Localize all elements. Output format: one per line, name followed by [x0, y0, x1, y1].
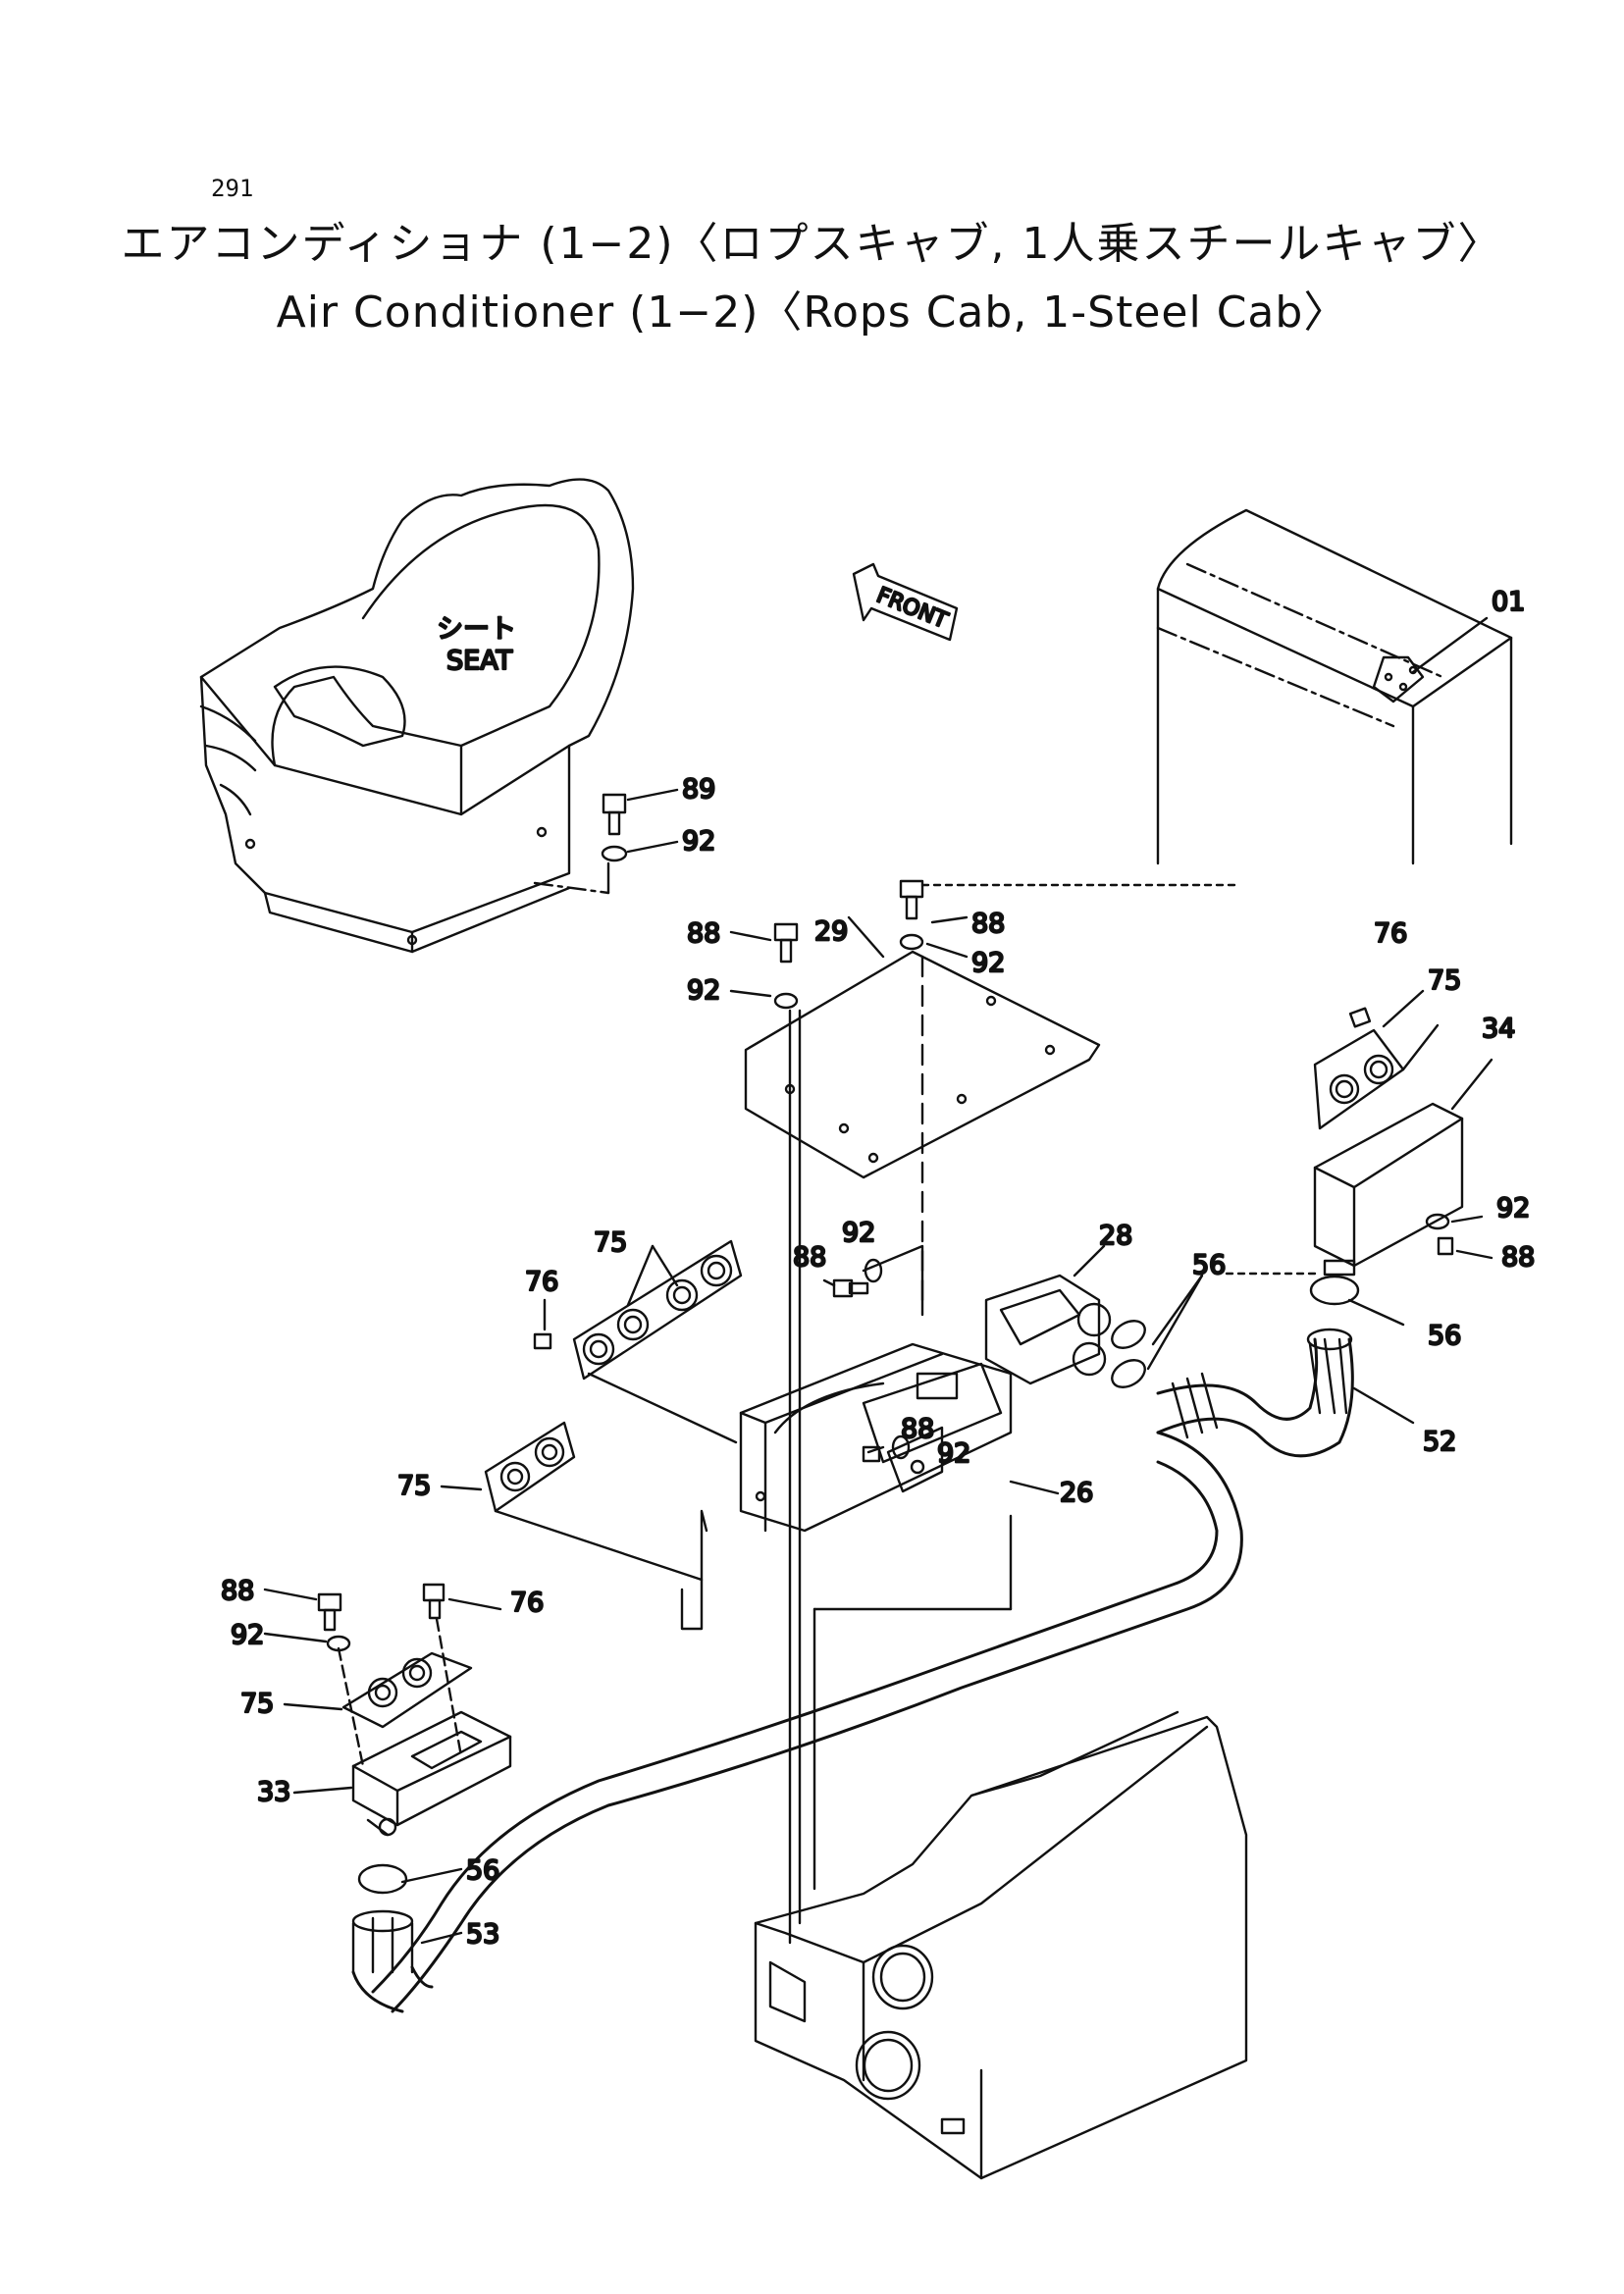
- callout-75-right: 75: [1428, 965, 1461, 996]
- hose-53: [351, 1909, 463, 2013]
- callout-01: 01: [1492, 587, 1525, 617]
- callout-88-top-left: 88: [687, 918, 720, 949]
- clamp-56-lower: [357, 1863, 463, 1895]
- callout-88-inner: 88: [901, 1414, 934, 1444]
- callout-92-right: 92: [1496, 1193, 1530, 1224]
- callout-26: 26: [1060, 1478, 1093, 1508]
- seat-label-en: SEAT: [446, 646, 513, 676]
- callout-76-mid: 76: [525, 1267, 558, 1297]
- title-japanese: エアコンディショナ (1−2)〈ロプスキャブ, 1人乗スチールキャブ〉: [121, 219, 1503, 269]
- callout-34: 34: [1482, 1014, 1515, 1044]
- seat-drawing: [199, 478, 635, 954]
- plate-bolts: [729, 879, 1238, 1945]
- callout-75-mid: 75: [594, 1227, 627, 1258]
- grille-75-left: [440, 1421, 708, 1631]
- air-conditioner-unit: [754, 1514, 1248, 2180]
- lower-bolts: [263, 1583, 502, 1768]
- duct-adapter-28: [984, 1244, 1112, 1385]
- callout-76-right: 76: [1374, 918, 1407, 949]
- callout-28: 28: [1099, 1221, 1132, 1251]
- callout-88-top-right: 88: [971, 909, 1005, 939]
- callout-88-right: 88: [1501, 1242, 1535, 1273]
- callout-76-lower: 76: [510, 1588, 544, 1618]
- seat-bolt-89: [601, 788, 679, 862]
- callout-88-lower: 88: [221, 1576, 254, 1606]
- title-english: Air Conditioner (1−2)〈Rops Cab, 1-Steel …: [276, 287, 1348, 338]
- cab-corner-drawing: [1156, 508, 1513, 865]
- duct-box-34: [1225, 989, 1493, 1277]
- bracket-33: [292, 1710, 512, 1837]
- callout-92-seat: 92: [682, 826, 715, 857]
- front-arrow-icon: [852, 562, 959, 642]
- callout-52: 52: [1423, 1427, 1456, 1457]
- center-bolts: [822, 1244, 924, 1463]
- grille-75-lower: [283, 1651, 473, 1729]
- callout-56-clamps: 56: [1192, 1250, 1226, 1280]
- callout-92-lower: 92: [231, 1620, 264, 1650]
- callout-33: 33: [257, 1777, 290, 1807]
- center-housing-26: [739, 1342, 1013, 1533]
- callout-92-inner: 92: [937, 1438, 970, 1469]
- callout-56-right: 56: [1428, 1321, 1461, 1351]
- page-number: 291: [211, 175, 254, 202]
- hose-52: [1156, 1328, 1415, 1458]
- grille-75-mid: [533, 1239, 743, 1444]
- seat-label-ja: シート: [437, 614, 516, 645]
- callout-89: 89: [682, 774, 715, 805]
- callout-92-top-left: 92: [687, 975, 720, 1006]
- callout-92-top-right: 92: [971, 948, 1005, 978]
- callout-29: 29: [814, 916, 848, 947]
- callout-92-mid: 92: [842, 1218, 875, 1248]
- hose-long-to-unit: [371, 1431, 1243, 2013]
- hose-clamps-56: [1111, 1274, 1405, 1388]
- callout-88-mid: 88: [793, 1242, 826, 1273]
- callout-75-left: 75: [397, 1471, 431, 1501]
- callout-53: 53: [466, 1919, 499, 1950]
- callout-75-lower: 75: [240, 1689, 274, 1719]
- callout-56-lower: 56: [466, 1855, 499, 1886]
